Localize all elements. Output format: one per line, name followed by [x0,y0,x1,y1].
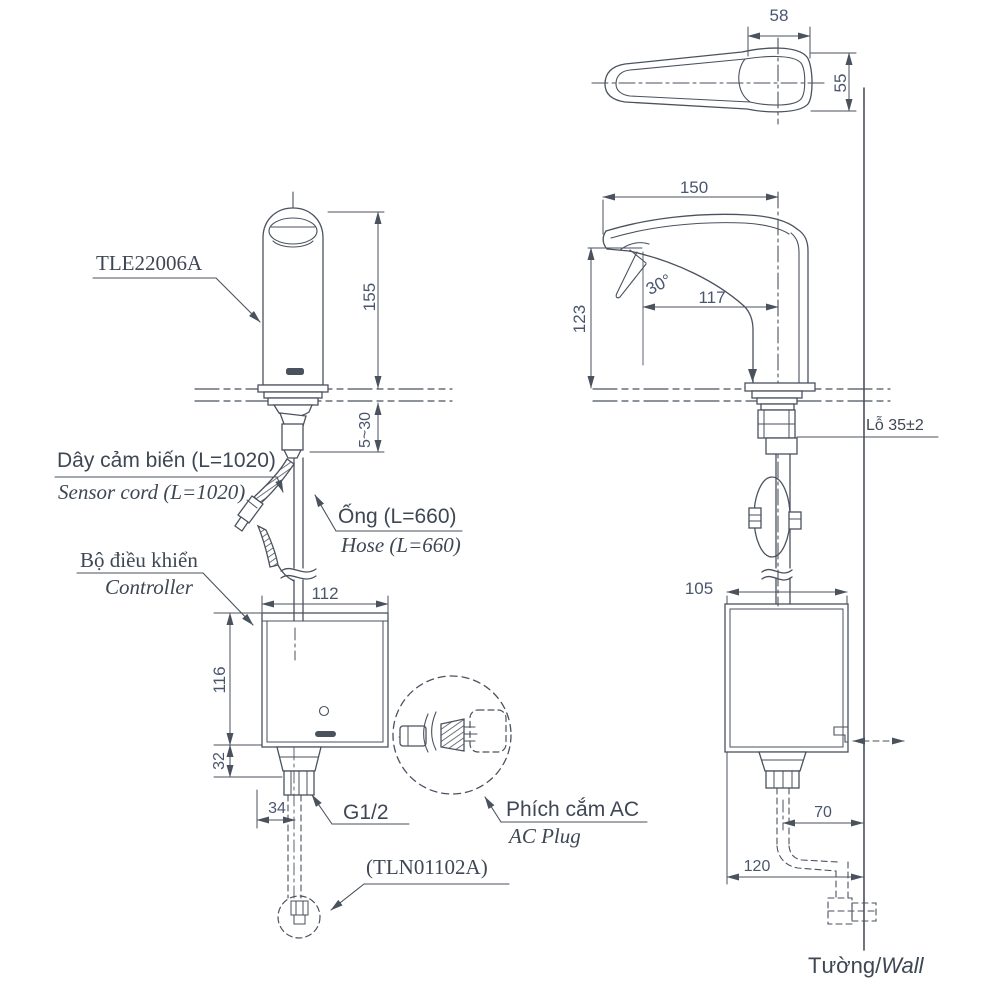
front-view-faucet [257,191,329,461]
front-view-controller [261,612,389,939]
side-view-dimensions [587,193,779,389]
label-hose-vi: Ống (L=660) [338,505,457,528]
front-view-hose-and-cord [234,457,317,622]
label-wall-en: Wall [881,953,924,978]
front-view-dimensions [213,211,389,829]
dim-supply-offset: 34 [268,800,286,817]
dim-top-width: 58 [769,6,789,25]
label-wall-vi: Tường/ [808,953,882,978]
label-hole-size: Lỗ 35±2 [866,417,924,434]
ac-plug-detail [392,675,512,795]
top-view-outline [591,37,829,125]
label-hose-en: Hose (L=660) [341,533,461,557]
side-view-controller [724,588,905,925]
counter-deck-lines [194,388,891,402]
dim-deck-thickness: 5~30 [357,411,374,449]
dim-faucet-height: 155 [360,282,379,312]
dim-top-depth: 55 [831,73,850,93]
leader-lines [54,277,648,911]
label-sensor-cord-en: Sensor cord (L=1020) [58,480,246,504]
dim-spout-height: 123 [570,304,589,334]
label-thread-size: G1/2 [343,801,389,824]
dim-controller-shank: 32 [211,752,228,770]
side-view-mounting [744,382,939,605]
top-view-dimensions [747,26,857,112]
side-view-faucet [602,191,809,607]
dim-controller-width: 112 [311,584,339,603]
dim-spout-reach: 117 [698,288,726,307]
label-controller-vi: Bộ điều khiển [80,548,198,572]
dim-controller-to-wall: 120 [743,858,771,875]
faucet-model-label: TLE22006A [96,251,203,275]
dim-total-depth: 150 [679,178,709,197]
stop-valve-circle [277,895,321,939]
dim-drain-to-wall: 70 [814,804,832,821]
dim-controller-height: 116 [210,666,229,694]
dim-controller-depth: 105 [684,579,714,598]
label-ac-plug-en: AC Plug [509,824,581,848]
label-ac-plug-vi: Phích cắm AC [506,798,640,821]
label-sensor-cord-vi: Dây cảm biến (L=1020) [57,449,276,472]
label-wall: Tường/Wall [808,953,924,979]
valve-model-label: (TLN01102A) [366,855,488,879]
label-controller-en: Controller [105,575,193,599]
